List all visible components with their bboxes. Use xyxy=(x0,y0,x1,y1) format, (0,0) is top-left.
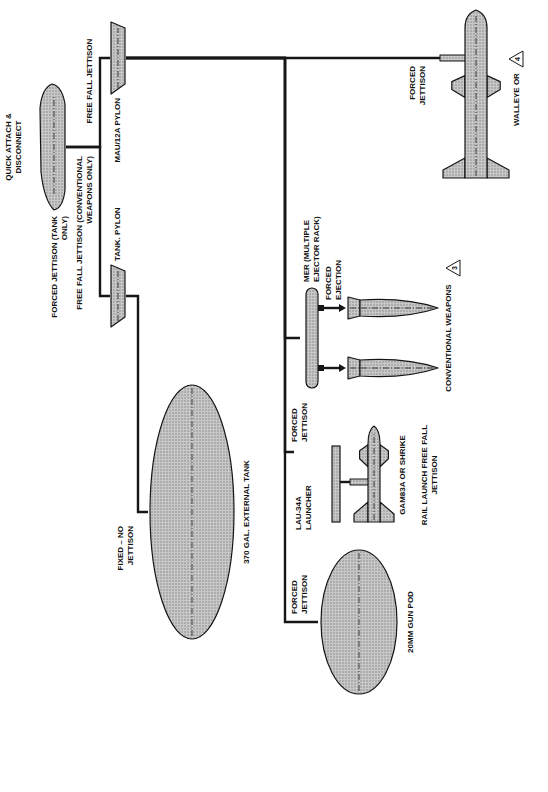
arrow-head xyxy=(339,364,346,372)
walleye-tail-fin xyxy=(487,158,509,178)
quick-attach-outline xyxy=(4,82,66,212)
walleye-wing xyxy=(452,76,465,98)
part-label: LAU-34A LAUNCHER xyxy=(294,472,314,530)
jettison-note: FREE FALL JETTISON (CONVENTIONAL WEAPONS… xyxy=(75,156,95,322)
part-label: MAU/12A PYLON xyxy=(113,98,123,180)
center-line xyxy=(54,96,55,194)
jettison-note: FIXED – NO JETTISON xyxy=(116,526,136,606)
launcher-rail xyxy=(332,446,340,522)
jettison-note: RAIL LAUNCH FREE FALL JETTISON xyxy=(420,420,440,530)
missile-lug xyxy=(440,55,466,61)
ejector-rack-node: MER (MULTIPLE EJECTOR RACK) xyxy=(300,188,324,388)
part-label: MER (MULTIPLE EJECTOR RACK) xyxy=(302,188,322,282)
arrow-head xyxy=(339,304,346,312)
bombs-node: CONVENTIONAL WEAPONS xyxy=(346,280,470,396)
center-line xyxy=(350,308,434,309)
part-label: TANK. PYLON xyxy=(113,187,123,261)
center-line xyxy=(192,388,193,636)
gun-pod-shape xyxy=(321,550,397,694)
center-line xyxy=(359,553,360,691)
walleye-wing xyxy=(487,76,500,98)
jettison-note: FORCED JETTISON xyxy=(290,392,310,442)
connector-line xyxy=(324,367,340,369)
part-label: QUICK ATTACH & DISCONNECT xyxy=(4,106,24,188)
connector-line xyxy=(340,481,350,483)
tank-shape xyxy=(150,385,234,639)
rack-shape xyxy=(306,288,318,388)
part-label: WALLEYE OR xyxy=(512,73,522,126)
jettison-note: FORCED JETTISON xyxy=(290,554,310,614)
center-line xyxy=(374,432,375,520)
center-line xyxy=(476,16,477,176)
center-line xyxy=(118,271,119,321)
quick-attach-shape xyxy=(40,84,65,210)
note-number: 4 xyxy=(514,51,522,67)
center-line xyxy=(350,368,434,369)
part-label: 370 GAL. EXTERNAL TANK xyxy=(242,382,252,642)
missile-lug xyxy=(350,479,369,485)
connector-line xyxy=(324,307,340,309)
connector-line xyxy=(126,58,294,452)
center-line xyxy=(118,28,119,88)
gun-pod-node: 20MM GUN POD xyxy=(318,547,422,697)
pylon-shape xyxy=(111,22,125,94)
note-number: 3 xyxy=(451,260,459,276)
note-triangle xyxy=(509,51,523,67)
missile-tail-fin xyxy=(354,502,368,522)
part-label: GAM83A OR SHRIKE xyxy=(398,420,408,530)
note-triangle xyxy=(446,260,460,276)
external-tank-node: 370 GAL. EXTERNAL TANK xyxy=(148,382,260,642)
missile-node: GAM83A OR SHRIKE xyxy=(350,420,416,530)
missile-wing xyxy=(360,445,368,467)
connector-line xyxy=(126,296,148,512)
part-label: 20MM GUN POD xyxy=(406,547,416,697)
connector-line xyxy=(126,57,440,59)
jettison-note: FREE FALL JETTISON xyxy=(85,26,95,136)
walleye-tail-fin xyxy=(443,158,465,178)
walleye-body xyxy=(465,10,487,178)
connector-line xyxy=(126,58,300,338)
jettison-note: FORCED EJECTION xyxy=(324,240,344,300)
part-label: CONVENTIONAL WEAPONS xyxy=(444,280,454,396)
jettison-note: FORCED JETTISON (TANK ONLY) xyxy=(50,216,70,326)
jettison-note: FORCED JETTISON xyxy=(408,66,428,130)
quick-attach-node: QUICK ATTACH & DISCONNECT xyxy=(4,82,66,212)
tank-pylon-node: TANK. PYLON xyxy=(110,187,126,327)
pylon-shape xyxy=(111,265,125,327)
missile-body xyxy=(368,426,380,522)
missile-wing xyxy=(380,445,388,467)
launcher-node: LAU-34A LAUNCHER xyxy=(294,446,340,530)
mau-pylon-node: MAU/12A PYLON xyxy=(110,22,126,180)
walleye-node: WALLEYE OR xyxy=(440,6,530,182)
missile-tail-fin xyxy=(380,502,394,522)
